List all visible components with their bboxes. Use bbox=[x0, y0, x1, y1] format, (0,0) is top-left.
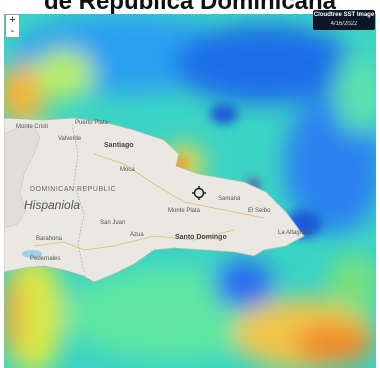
label-la-altagracia: La Altagracia bbox=[278, 230, 313, 236]
label-puerto-plata: Puerto Plata bbox=[75, 120, 109, 126]
zoom-control: + - bbox=[5, 14, 20, 38]
label-samana: Samaná bbox=[218, 196, 241, 202]
label-monte-plata: Monte Plata bbox=[168, 208, 201, 214]
label-barahona: Barahona bbox=[36, 236, 63, 242]
label-santiago: Santiago bbox=[104, 142, 134, 149]
label-island: Hispaniola bbox=[24, 198, 81, 212]
zoom-out-button[interactable]: - bbox=[10, 25, 15, 37]
label-country: DOMINICAN REPUBLIC bbox=[30, 186, 117, 193]
sst-map[interactable] bbox=[4, 14, 376, 368]
zoom-in-button[interactable]: + bbox=[9, 14, 16, 26]
label-monte-cristi: Monte Cristi bbox=[16, 124, 49, 130]
label-santo-domingo: Santo Domingo bbox=[175, 234, 227, 241]
label-san-juan: San Juan bbox=[100, 220, 126, 226]
label-el-seibo: El Seibo bbox=[248, 208, 271, 214]
label-azua: Azua bbox=[130, 232, 144, 238]
label-moca: Moca bbox=[120, 167, 135, 173]
crosshair-marker-icon[interactable] bbox=[192, 186, 206, 200]
image-info-badge: Cloudtree SST Image 4/16/2022 bbox=[313, 10, 375, 30]
label-pedernales: Pedernales bbox=[30, 256, 61, 262]
badge-source: Cloudtree SST Image bbox=[313, 12, 375, 18]
sst-heatmap-canvas bbox=[4, 14, 376, 368]
badge-date: 4/16/2022 bbox=[330, 21, 358, 27]
page-title: de República Dominicana bbox=[43, 0, 337, 15]
label-valverde: Valverde bbox=[58, 136, 82, 142]
